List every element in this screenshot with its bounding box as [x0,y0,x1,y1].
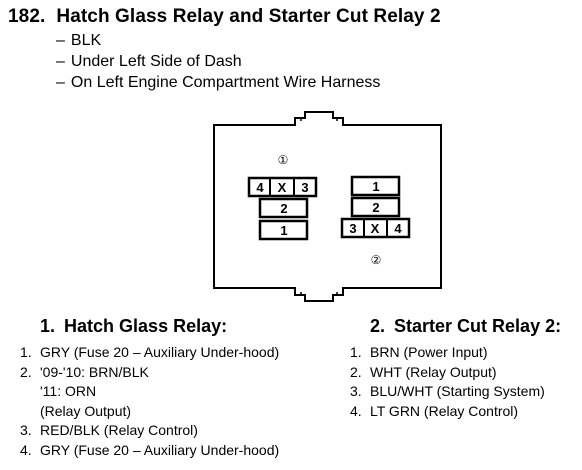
item-text: '11: ORN [40,383,97,399]
relay1-pinout: 1. Hatch Glass Relay: 1. GRY (Fuse 20 – A… [20,316,279,460]
note-dash: – [56,53,65,70]
item-text: (Relay Output) [40,402,132,419]
list-item: 3. RED/BLK (Relay Control) [20,421,279,441]
connector-bottom-key [300,292,338,296]
relay2-pinout: 2. Starter Cut Relay 2: 1. BRN (Power Inp… [350,316,561,421]
list-item: 4. GRY (Fuse 20 – Auxiliary Under-hood) [20,441,279,461]
relay2-heading: 2. Starter Cut Relay 2: [370,316,561,337]
connector-top-key [300,117,338,121]
relay1-pin-1: 1 [280,223,287,238]
relay1-heading: 1. Hatch Glass Relay: [40,316,279,337]
relay2-bottom-row [340,217,411,239]
relay1-pin1-box [258,219,309,241]
list-item: 1. BRN (Power Input) [350,343,561,363]
connector-housing [213,111,442,302]
note-text: On Left Engine Compartment Wire Harness [70,74,381,91]
relay1-pin-4: 4 [256,180,264,195]
title-number: 182. [8,6,46,27]
relay2-pin-x: X [371,221,380,236]
relay1-pin-2: 2 [280,201,287,216]
item-text: GRY (Fuse 20 – Auxiliary Under-hood) [40,441,280,458]
location-notes: –BLK –Under Left Side of Dash –On Left E… [56,30,380,93]
relay1-top-row [247,176,318,198]
relay2-pin2-box [350,196,401,218]
relay2-socket: 1 2 3 X 4 ② [340,175,411,267]
item-number: 1. [350,344,362,360]
relay1-pin2-box [258,197,309,219]
relay2-heading-text: Starter Cut Relay 2: [394,316,562,336]
item-text: BLU/WHT (Starting System) [370,383,545,399]
page-title: 182. Hatch Glass Relay and Starter Cut Re… [8,6,441,28]
item-number: 3. [350,383,362,399]
relay2-pin-1: 1 [372,179,379,194]
list-item: 1. GRY (Fuse 20 – Auxiliary Under-hood) [20,343,279,363]
relay2-pin-4: 4 [394,221,402,236]
note-item: –BLK [56,30,380,51]
item-number: 4. [20,441,32,458]
note-text: Under Left Side of Dash [70,53,242,70]
relay1-heading-number: 1. [40,316,56,336]
relay1-heading-text: Hatch Glass Relay: [64,316,228,336]
note-text: BLK [70,32,102,49]
relay1-pin-list: 1. GRY (Fuse 20 – Auxiliary Under-hood) 2… [20,343,279,460]
relay1-pin-3: 3 [301,180,308,195]
note-dash: – [56,74,65,91]
note-item: –Under Left Side of Dash [56,51,380,72]
item-text: RED/BLK (Relay Control) [40,422,198,438]
note-dash: – [56,32,65,49]
item-text: WHT (Relay Output) [370,363,497,380]
item-text: LT GRN (Relay Control) [370,402,519,419]
relay1-circled-number: ① [278,153,289,167]
relay2-pin-3: 3 [349,221,356,236]
note-item: –On Left Engine Compartment Wire Harness [56,72,380,93]
item-text: BRN (Power Input) [370,344,488,360]
item-number: 4. [350,402,362,419]
relay2-circled-number: ② [371,253,382,267]
relay2-pin1-box [350,175,401,197]
relay1-socket: ① 4 X 3 2 1 [247,153,318,241]
item-number: 3. [20,422,32,438]
relay2-heading-number: 2. [370,316,386,336]
title-text: Hatch Glass Relay and Starter Cut Relay … [56,6,441,27]
item-text: GRY (Fuse 20 – Auxiliary Under-hood) [40,344,280,360]
item-number: 2. [20,363,32,380]
relay1-pin-x: X [278,180,287,195]
list-item: 2. WHT (Relay Output) [350,363,561,383]
relay2-pin-list: 1. BRN (Power Input) 2. WHT (Relay Output)… [350,343,561,421]
list-item: 3. BLU/WHT (Starting System) [350,382,561,402]
list-item: 4. LT GRN (Relay Control) [350,402,561,422]
item-number: 1. [20,344,32,360]
item-number: 2. [350,363,362,380]
list-item: 2. '09-'10: BRN/BLK '11: ORN (Relay Output) [20,363,279,422]
relay2-pin-2: 2 [372,200,379,215]
item-text: '09-'10: BRN/BLK [40,363,149,380]
